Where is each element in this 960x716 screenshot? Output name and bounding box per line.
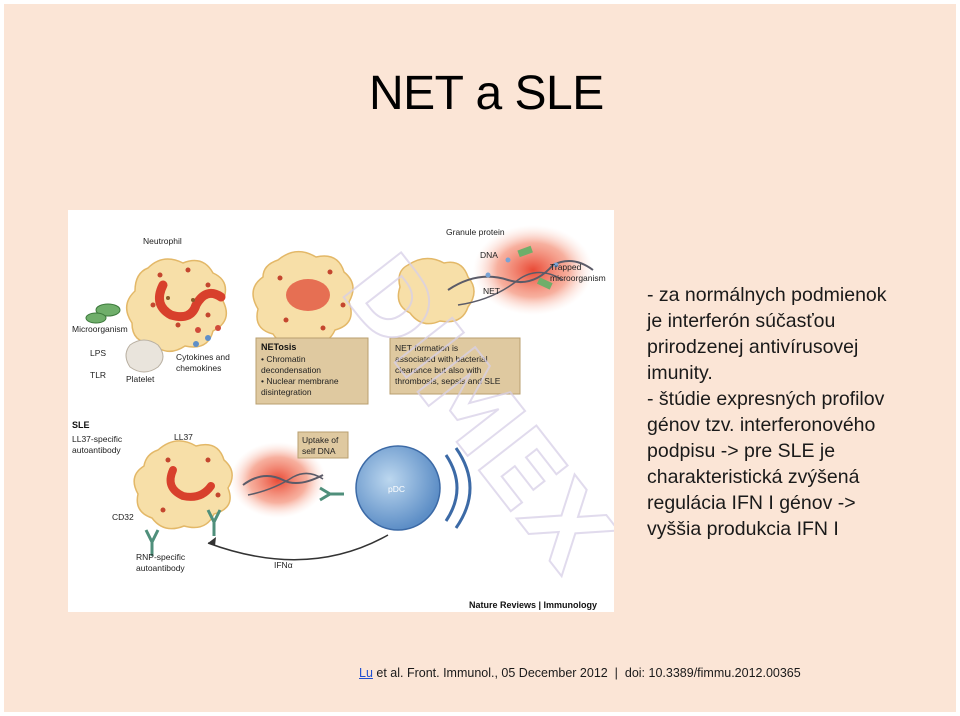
neutrophil-cell <box>126 258 228 352</box>
netosis-line-1: • Chromatin <box>261 354 306 364</box>
body-line-6: génov tzv. interferonového <box>647 414 876 436</box>
label-trapped-2: microorganism <box>550 273 606 283</box>
label-lps: LPS <box>90 348 106 358</box>
label-rnp-2: autoantibody <box>136 563 185 573</box>
body-line-4: imunity. <box>647 362 713 384</box>
netosis-line-2: decondensation <box>261 365 321 375</box>
label-cd32: CD32 <box>112 512 134 522</box>
label-rnp-1: RNP-specific <box>136 552 186 562</box>
label-granule-protein: Granule protein <box>446 227 505 237</box>
slide-title: NET a SLE <box>369 67 604 120</box>
netosis-cell <box>252 251 354 347</box>
citation-link[interactable]: Lu <box>359 666 373 680</box>
net-box-line-3: clearance but also with <box>395 365 482 375</box>
label-microorganism: Microorganism <box>72 324 128 334</box>
figure-diagram: NETosis • Chromatin decondensation • Nuc… <box>72 225 614 610</box>
netosis-box: NETosis • Chromatin decondensation • Nuc… <box>255 337 369 405</box>
net-box-line-4: thrombosis, sepsis and SLE <box>395 376 501 386</box>
uptake-box: Uptake of self DNA <box>297 431 349 459</box>
net-box-line-2: associated with bacterial <box>395 354 488 364</box>
body-line-8: charakteristická zvýšená <box>647 466 860 488</box>
citation: Lu et al. Front. Immunol., 05 December 2… <box>359 666 801 680</box>
body-line-3: prirodzenej antivírusovej <box>647 336 859 358</box>
uptake-line-1: Uptake of <box>302 435 339 445</box>
net-formation-box: NET formation is associated with bacteri… <box>389 337 521 395</box>
citation-text: et al. Front. Immunol., 05 December 2012… <box>372 666 801 680</box>
cytokines-dots <box>193 325 221 347</box>
label-tlr: TLR <box>90 370 106 380</box>
label-cytokines-1: Cytokines and <box>176 352 230 362</box>
label-platelet: Platelet <box>126 374 155 384</box>
label-neutrophil: Neutrophil <box>143 236 182 246</box>
label-source: Nature Reviews | Immunology <box>469 600 597 610</box>
sle-net-glow <box>230 442 326 518</box>
body-line-5: - štúdie expresných profilov <box>647 388 885 410</box>
net-formation <box>397 225 594 325</box>
body-text: - za normálnych podmienok je interferón … <box>647 282 947 542</box>
uptake-line-2: self DNA <box>302 446 336 456</box>
label-trapped-1: Trapped <box>550 262 582 272</box>
platelet-cell <box>125 339 164 373</box>
label-ll37: LL37 <box>174 432 193 442</box>
label-sle: SLE <box>72 420 90 430</box>
net-sle-figure: NETosis • Chromatin decondensation • Nuc… <box>68 210 614 612</box>
label-ll37-ab-1: LL37-specific <box>72 434 123 444</box>
body-line-10: vyššia produkcia IFN I <box>647 518 839 540</box>
pdc-cell: pDC <box>355 445 472 531</box>
netosis-line-3: • Nuclear membrane <box>261 376 339 386</box>
ifna-arrow <box>207 534 389 561</box>
microorganism-icon <box>85 303 121 324</box>
label-net: NET <box>483 286 500 296</box>
netosis-box-title: NETosis <box>261 342 296 352</box>
body-line-1: - za normálnych podmienok <box>647 284 887 306</box>
netosis-line-4: disintegration <box>261 387 312 397</box>
net-box-line-1: NET formation is <box>395 343 458 353</box>
pdc-label: pDC <box>388 484 405 494</box>
body-line-9: regulácia IFN I génov -> <box>647 492 856 514</box>
sle-neutrophil-cell <box>133 440 233 530</box>
slide: NET a SLE <box>4 4 956 712</box>
label-dna: DNA <box>480 250 498 260</box>
antibody-icons <box>144 486 344 556</box>
label-ll37-ab-2: autoantibody <box>72 445 121 455</box>
label-ifna: IFNα <box>274 560 293 570</box>
label-cytokines-2: chemokines <box>176 363 221 373</box>
body-line-7: podpisu -> pre SLE je <box>647 440 836 462</box>
body-line-2: je interferón súčasťou <box>647 310 836 332</box>
